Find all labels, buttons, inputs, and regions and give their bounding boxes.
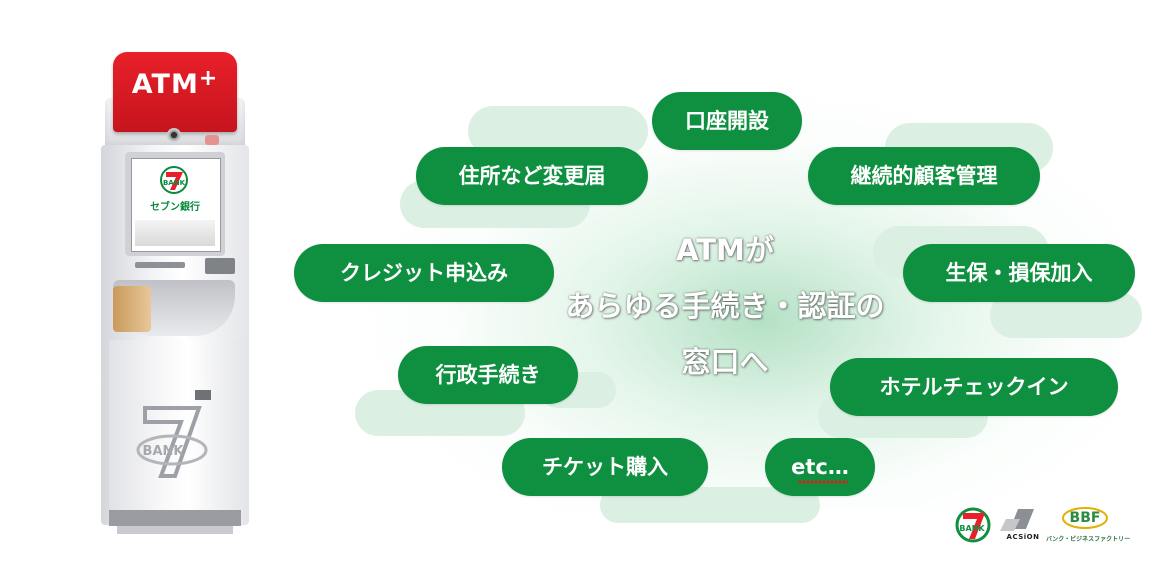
service-pill-account-opening: 口座開設 — [652, 92, 802, 150]
seven-bank-logo-icon: BANK — [160, 166, 188, 194]
card-slot — [205, 258, 235, 274]
atm-sign-label: ATM+ — [131, 66, 219, 100]
indicator-light-icon — [205, 135, 219, 145]
camera-icon — [167, 128, 181, 142]
acsion-logo-icon — [1000, 509, 1034, 531]
atm-screen-lower — [135, 220, 215, 246]
bbf-logo-icon: BBF — [1062, 507, 1108, 529]
headline-line-2: あらゆる手続き・認証の — [565, 289, 885, 323]
service-pill-administrative: 行政手続き — [398, 346, 578, 404]
service-pill-customer-management: 継続的顧客管理 — [808, 147, 1040, 205]
cash-dispenser — [113, 286, 151, 332]
service-pill-address-change: 住所など変更届 — [416, 147, 648, 205]
atm-screen-caption: セブン銀行 — [150, 202, 200, 213]
service-pill-etc: etc… — [765, 438, 875, 496]
atm-machine-illustration: ATM+ BANK セブン銀行 BANK — [95, 40, 255, 560]
receipt-slot — [135, 262, 185, 268]
spellcheck-underline — [798, 480, 848, 484]
headline-line-1: ATMが — [676, 233, 774, 267]
headline: ATMが あらゆる手続き・認証の 窓口へ — [520, 222, 930, 390]
service-pill-insurance: 生保・損保加入 — [903, 244, 1135, 302]
service-pill-ticket-purchase: チケット購入 — [502, 438, 708, 496]
bbf-logo-subtext: バンク・ビジネスファクトリー — [1046, 536, 1131, 543]
atm-sign: ATM+ — [113, 52, 237, 132]
svg-text:BBF: BBF — [1070, 510, 1101, 526]
service-pill-credit-application: クレジット申込み — [294, 244, 554, 302]
service-pill-hotel-checkin: ホテルチェックイン — [830, 358, 1118, 416]
atm-base — [109, 510, 241, 526]
acsion-logo-text: ACSiON — [1006, 533, 1040, 541]
svg-text:BANK: BANK — [959, 524, 985, 533]
coin-slot — [195, 390, 211, 400]
atm-lower-panel — [109, 340, 241, 510]
atm-foot — [117, 526, 233, 534]
svg-text:BANK: BANK — [143, 444, 185, 459]
headline-line-3: 窓口へ — [681, 345, 769, 379]
seven-bank-logo-icon: BANK — [955, 507, 991, 543]
bank-emblem-icon: BANK — [136, 406, 208, 478]
svg-text:BANK: BANK — [163, 179, 186, 187]
